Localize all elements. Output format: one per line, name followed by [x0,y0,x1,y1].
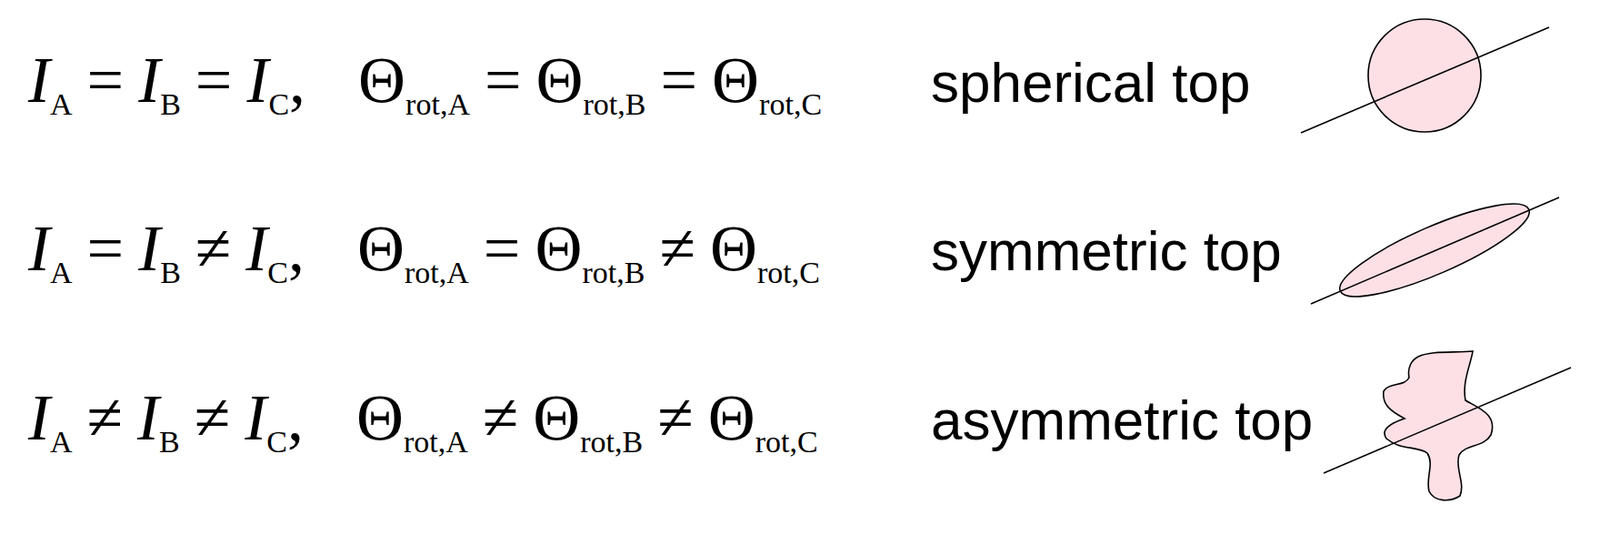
rotation-axis [1300,27,1550,133]
theta-symbol: Θ [711,43,760,117]
subscript: A [50,87,73,121]
theta-symbol: Θ [534,211,582,285]
theta-symbol: Θ [357,211,405,285]
moment-symbol: I [138,211,160,285]
subscript: rot,B [583,87,647,121]
equation-row: IA≠IB≠IC,Θrot,A≠Θrot,B≠Θrot,C [28,384,819,475]
theta-symbol: Θ [708,380,756,454]
sphere-shape [1368,19,1481,132]
top-type-label: spherical top [930,54,1251,111]
relation-sign: ≠ [482,380,520,454]
subscript: C [268,87,290,121]
theta-symbol: Θ [532,380,580,454]
moment-symbol: I [138,43,160,117]
separator: , [287,380,304,454]
theta-symbol: Θ [710,211,758,285]
moment-symbol: I [28,43,50,117]
relation-sign: = [484,43,522,117]
relation-sign: = [87,211,125,285]
relation-sign: ≠ [659,211,696,285]
rotation-axis [1323,367,1571,473]
subscript: rot,A [403,424,469,459]
moment-symbol: I [244,380,267,454]
subscript: B [159,424,180,459]
subscript: C [266,424,288,459]
moment-symbol: I [245,211,268,285]
rotation-axis [1310,197,1560,304]
subscript: rot,B [581,255,645,290]
moment-symbol: I [28,211,50,285]
moment-symbol: I [28,380,50,454]
subscript: B [160,255,181,290]
moment-symbol: I [137,380,160,454]
relation-sign: ≠ [87,380,124,454]
subscript: rot,B [580,424,643,459]
top-type-label: symmetric top [930,222,1282,280]
relation-sign: ≠ [194,380,231,454]
relation-sign: = [660,43,699,117]
subscript: B [160,87,181,121]
relation-sign: = [87,43,125,117]
top-type-label: asymmetric top [930,391,1313,449]
subscript: rot,A [404,255,470,290]
separator: , [289,43,306,117]
equation-row: IA=IB≠IC,Θrot,A=Θrot,B≠Θrot,C [28,215,820,306]
irregular-shape [1383,350,1493,500]
relation-sign: ≠ [195,211,232,285]
subscript: rot,C [757,255,820,290]
subscript: A [50,255,73,290]
relation-sign: ≠ [657,380,694,454]
subscript: rot,A [405,87,470,121]
subscript: A [50,424,73,459]
subscript: C [267,255,289,290]
theta-symbol: Θ [356,380,404,454]
moment-symbol: I [246,43,269,117]
subscript: rot,C [759,87,822,121]
theta-symbol: Θ [536,43,584,117]
separator: , [288,211,305,285]
relation-sign: = [483,211,521,285]
relation-sign: = [195,43,233,117]
equation-row: IA=IB=IC,Θrot,A=Θrot,B=Θrot,C [28,47,822,138]
subscript: rot,C [755,424,819,459]
theta-symbol: Θ [358,43,406,117]
